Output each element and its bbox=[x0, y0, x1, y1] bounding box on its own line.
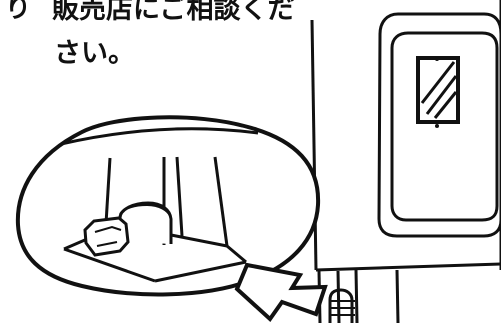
instruction-line-2: さい。 bbox=[54, 38, 135, 69]
magnify-bubble bbox=[15, 115, 321, 297]
cabinet-legs bbox=[317, 269, 400, 323]
cabinet-door bbox=[377, 12, 501, 238]
previous-line-fragment: り bbox=[5, 0, 32, 24]
cabinet-left-edge bbox=[310, 19, 318, 271]
door-window bbox=[416, 56, 460, 128]
instruction-line-1: 販売店にご相談くだ bbox=[52, 0, 295, 25]
instruction-text-block: り 販売店にご相談くだ さい。 bbox=[0, 0, 300, 110]
foot-detail bbox=[63, 156, 247, 283]
cabinet-bottom-edge bbox=[315, 262, 501, 272]
magnify-pointer bbox=[234, 262, 328, 323]
